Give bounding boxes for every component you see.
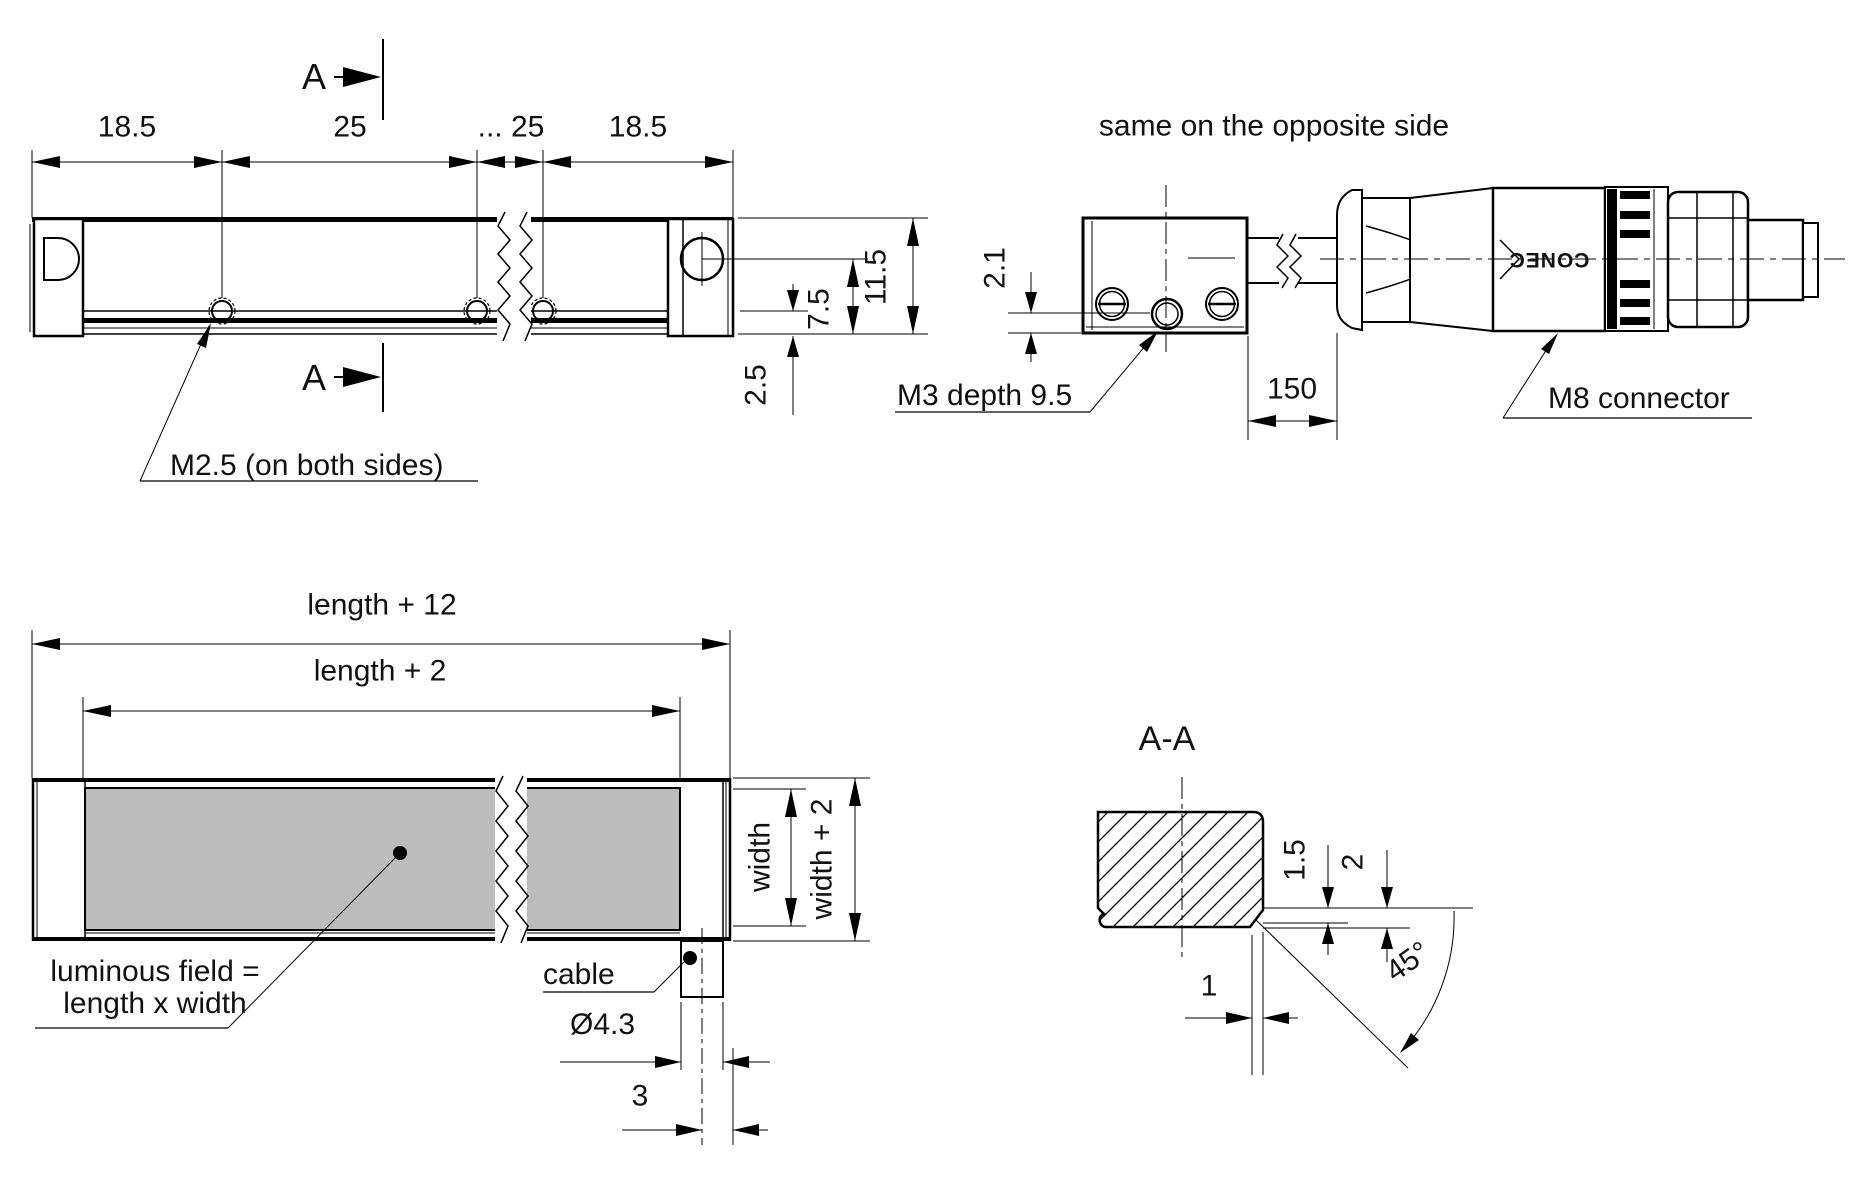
dim-18-5-right: 18.5 — [608, 110, 668, 144]
section-profile — [1096, 810, 1265, 929]
mounting-screw-left — [1095, 287, 1129, 321]
m8-connector-label: M8 connector — [1548, 382, 1730, 415]
dim-150: 150 — [1266, 372, 1318, 406]
luminous-field-line2: length x width — [63, 986, 247, 1020]
m8-connector — [1247, 186, 1845, 419]
top-view — [31, 630, 870, 1145]
opposite-side-note: same on the opposite side — [1098, 109, 1450, 143]
dim-length-plus-12: length + 12 — [307, 588, 457, 622]
section-letter-bottom: A — [301, 357, 327, 399]
luminous-field — [84, 787, 681, 931]
luminous-field-label: luminous field = length x width — [15, 956, 295, 1019]
mounting-screw-right — [1205, 287, 1239, 321]
section-letter-top: A — [301, 56, 327, 98]
cable-label: cable — [543, 958, 615, 991]
dim-2: 2 — [1336, 853, 1370, 871]
dim-2-5: 2.5 — [739, 364, 773, 406]
dim-cable-dia: Ø4.3 — [570, 1008, 636, 1041]
dim-width-plus-2: width + 2 — [805, 798, 839, 920]
dim-25-dots: ... 25 — [477, 110, 545, 144]
dim-length-plus-2: length + 2 — [313, 654, 447, 688]
luminous-field-line1: luminous field = — [50, 955, 260, 988]
end-view — [895, 185, 1338, 440]
m25-hole-label: M2.5 (on both sides) — [170, 449, 444, 482]
dim-11-5: 11.5 — [859, 248, 893, 306]
m3-hole — [1150, 297, 1184, 331]
section-title: A-A — [1138, 720, 1196, 759]
dim-3: 3 — [631, 1079, 649, 1113]
section-aa — [1096, 777, 1473, 1075]
dim-2-1: 2.1 — [978, 247, 1012, 289]
dim-7-5: 7.5 — [802, 288, 836, 330]
dim-1: 1 — [1200, 969, 1218, 1003]
cable-leader-dot — [683, 951, 697, 965]
dim-18-5-left: 18.5 — [97, 110, 157, 144]
dim-width: width — [743, 821, 777, 893]
m25-holes — [192, 297, 573, 325]
dim-1-5: 1.5 — [1278, 839, 1312, 881]
connector-logo: CONEC — [1508, 248, 1590, 272]
side-view — [29, 39, 928, 482]
m3-thread-label: M3 depth 9.5 — [897, 379, 1073, 412]
dim-25: 25 — [333, 110, 367, 144]
